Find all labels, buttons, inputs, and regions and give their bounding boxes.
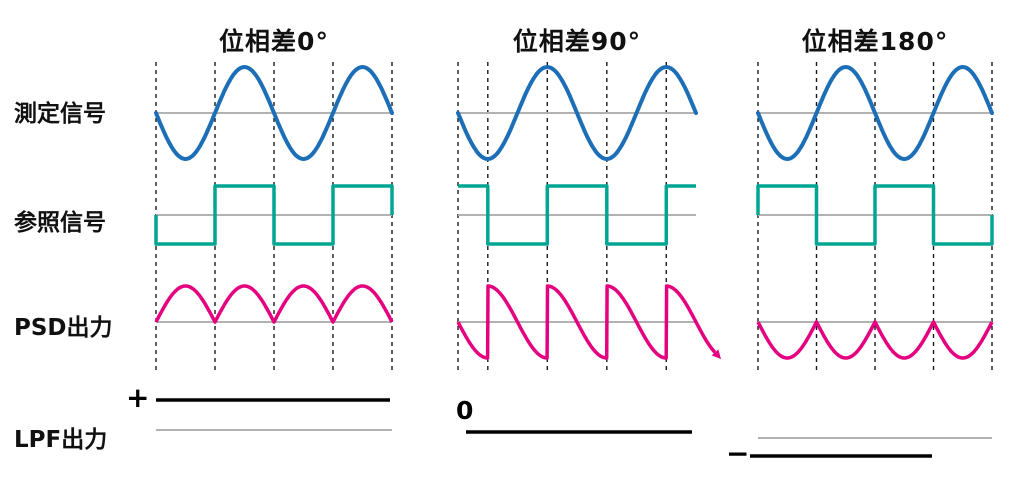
lpf-sign-positive: +	[126, 381, 150, 414]
measurement-signal-wave	[756, 65, 994, 161]
lpf-sign-zero: 0	[456, 396, 474, 425]
psd-arrowhead-icon	[711, 349, 721, 360]
psd-output-wave	[756, 320, 994, 360]
row-label-lpf-output: LPF出力	[14, 427, 108, 453]
psd-output-wave	[456, 284, 717, 360]
reference-signal-wave	[458, 184, 696, 246]
column-title-phase-90: 位相差90°	[512, 27, 642, 56]
reference-signal-wave	[154, 184, 394, 246]
column-title-phase-180: 位相差180°	[801, 27, 949, 56]
measurement-signal-wave	[154, 65, 394, 161]
row-label-psd-output: PSD出力	[14, 315, 113, 341]
row-label-reference-signal: 参照信号	[14, 210, 106, 236]
row-label-measurement-signal: 測定信号	[14, 101, 106, 127]
reference-signal-wave	[756, 184, 994, 246]
psd-output-wave	[154, 284, 394, 324]
column-title-phase-0: 位相差0°	[219, 27, 329, 56]
lpf-sign-negative: −	[726, 437, 750, 470]
measurement-signal-wave	[456, 65, 698, 161]
